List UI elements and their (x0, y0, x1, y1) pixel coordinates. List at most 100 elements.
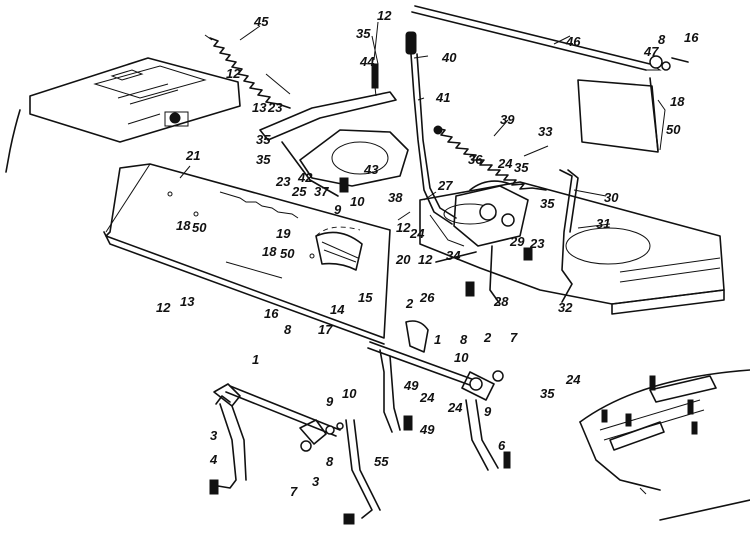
callout-12: 12 (156, 300, 171, 315)
callout-21: 21 (185, 148, 200, 163)
callout-25: 25 (291, 184, 307, 199)
callout-12: 12 (418, 252, 433, 267)
spring-45 (204, 34, 291, 109)
callout-15: 15 (358, 290, 373, 305)
callout-6: 6 (498, 438, 506, 453)
callout-24: 24 (497, 156, 513, 171)
callout-10: 10 (454, 350, 469, 365)
callout-40: 40 (441, 50, 457, 65)
callout-45: 45 (253, 14, 269, 29)
pivot-bracket (435, 180, 529, 305)
link-55 (343, 419, 381, 525)
callout-14: 14 (330, 302, 345, 317)
callout-38: 38 (388, 190, 403, 205)
callout-12: 12 (226, 66, 241, 81)
callout-12: 12 (396, 220, 411, 235)
callout-2: 2 (405, 296, 414, 311)
callout-39: 39 (500, 112, 515, 127)
callout-28: 28 (493, 294, 509, 309)
callout-42: 42 (297, 170, 313, 185)
callout-32: 32 (558, 300, 573, 315)
callout-24: 24 (447, 400, 463, 415)
callout-16: 16 (264, 306, 279, 321)
callout-55: 55 (374, 454, 389, 469)
callout-23: 23 (267, 100, 283, 115)
callout-9: 9 (326, 394, 334, 409)
callout-35: 35 (540, 196, 555, 211)
callout-46: 46 (565, 34, 581, 49)
callout-3: 3 (312, 474, 320, 489)
callout-47: 47 (643, 44, 659, 59)
callout-8: 8 (658, 32, 666, 47)
callout-36: 36 (468, 152, 483, 167)
lift-lever (405, 31, 465, 247)
right-deck (419, 181, 725, 315)
callout-23: 23 (529, 236, 545, 251)
callout-1: 1 (252, 352, 259, 367)
callout-35: 35 (356, 26, 371, 41)
callout-19: 19 (276, 226, 291, 241)
callout-37: 37 (314, 184, 329, 199)
callout-18: 18 (670, 94, 685, 109)
callout-16: 16 (684, 30, 699, 45)
callout-23: 23 (275, 174, 291, 189)
callout-31: 31 (596, 216, 610, 231)
callout-17: 17 (318, 322, 333, 337)
callout-34: 34 (446, 248, 461, 263)
part-2-bracket (405, 320, 504, 382)
arm-32 (523, 169, 579, 303)
rod-46 (411, 5, 689, 71)
callout-13: 13 (252, 100, 267, 115)
callout-50: 50 (280, 246, 295, 261)
callout-9: 9 (484, 404, 492, 419)
rear-panel (577, 77, 666, 153)
shaft-1-left (209, 383, 341, 495)
callout-8: 8 (460, 332, 468, 347)
spring-39 (433, 125, 547, 191)
callout-4: 4 (209, 452, 218, 467)
callout-10: 10 (342, 386, 357, 401)
callout-8: 8 (326, 454, 334, 469)
callout-20: 20 (395, 252, 411, 267)
center-frame (259, 59, 409, 197)
callout-49: 49 (403, 378, 419, 393)
callout-27: 27 (437, 178, 453, 193)
callout-12: 12 (377, 8, 392, 23)
callout-50: 50 (666, 122, 681, 137)
shaft-1-center (367, 341, 511, 471)
callout-8: 8 (284, 322, 292, 337)
callout-44: 44 (359, 54, 375, 69)
callout-43: 43 (363, 162, 379, 177)
callout-35: 35 (256, 152, 271, 167)
callout-30: 30 (604, 190, 619, 205)
callout-18: 18 (176, 218, 191, 233)
lower-left-fittings (215, 395, 344, 452)
callout-49: 49 (419, 422, 435, 437)
callout-9: 9 (334, 202, 342, 217)
sector-plate-20 (315, 226, 363, 271)
callout-26: 26 (419, 290, 435, 305)
callout-7: 7 (510, 330, 518, 345)
callout-41: 41 (435, 90, 450, 105)
callout-35: 35 (256, 132, 271, 147)
callout-29: 29 (509, 234, 525, 249)
callout-35: 35 (514, 160, 529, 175)
leader-lines (179, 21, 611, 279)
callout-13: 13 (180, 294, 195, 309)
callout-24: 24 (565, 372, 581, 387)
callout-7: 7 (290, 484, 298, 499)
callout-35: 35 (540, 386, 555, 401)
callout-24: 24 (419, 390, 435, 405)
callout-50: 50 (192, 220, 207, 235)
callout-18: 18 (262, 244, 277, 259)
callout-2: 2 (483, 330, 492, 345)
callout-labels: 45 12 35 44 12 40 41 46 8 47 16 18 50 13… (156, 8, 699, 499)
mower-deck-lower-right (579, 369, 750, 521)
callout-1: 1 (434, 332, 441, 347)
side-plate-21 (103, 163, 391, 345)
deck-plate (5, 57, 241, 173)
callout-24: 24 (409, 226, 425, 241)
callout-10: 10 (350, 194, 365, 209)
callout-33: 33 (538, 124, 553, 139)
